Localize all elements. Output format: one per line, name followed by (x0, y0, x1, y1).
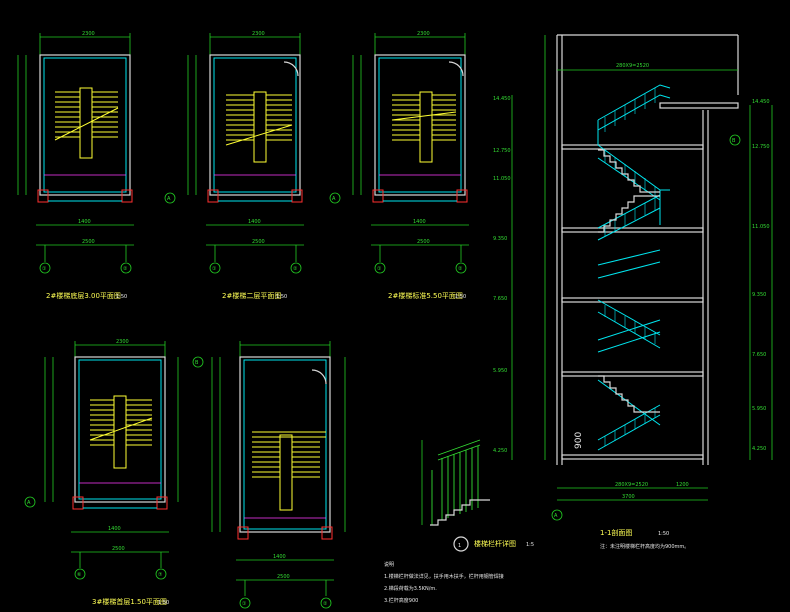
railing-detail: 1 楼梯栏杆详图 1:5 (421, 439, 534, 552)
plan-title: 2#楼梯底层3.00平面图 (46, 291, 121, 300)
axis-left: ① (242, 601, 247, 607)
section-scale: 1:50 (658, 531, 669, 537)
plan-dim-top: 2300 (252, 31, 265, 37)
plan-title: 3#楼梯首层1.50平面图 (92, 597, 167, 606)
section-title: 1-1剖面图 (600, 528, 632, 537)
svg-text:5.950: 5.950 (752, 406, 766, 412)
axis-bottom: A (167, 196, 171, 202)
svg-text:5.950: 5.950 (493, 368, 507, 374)
svg-text:7.650: 7.650 (752, 352, 766, 358)
notes-heading: 说明 (384, 561, 394, 568)
svg-text:9.350: 9.350 (752, 292, 766, 298)
svg-text:9.350: 9.350 (493, 236, 507, 242)
axis-right: ⑦ (158, 572, 163, 578)
stair-plan-2: 2300 A 2500 1400 (164, 31, 304, 300)
notes-line-1: 1.楼梯栏杆做法详见，扶手用木扶手，栏杆用钢管焊接 (384, 573, 504, 580)
svg-text:12.750: 12.750 (752, 144, 770, 150)
plan-dim-bottom: 2500 (252, 239, 265, 245)
notes-block: 说明 1.楼梯栏杆做法详见，扶手用木扶手，栏杆用钢管焊接 2.梯段荷载为3.5K… (384, 561, 504, 604)
axis-right: ② (293, 266, 298, 272)
section-flight-bottom: 280X9=2520 (615, 482, 648, 488)
stair-plan-5: B 2500 1400 ① ② (192, 341, 346, 609)
svg-text:14.450: 14.450 (493, 96, 511, 102)
plan-title: 2#楼梯标准5.50平面图 (388, 291, 463, 300)
plan-dim-top: 2300 (82, 31, 95, 37)
axis-left: ⑥ (77, 572, 82, 578)
svg-text:14.450: 14.450 (752, 99, 770, 105)
axis-left: ① (42, 266, 47, 272)
axis-right: ② (123, 266, 128, 272)
svg-text:11.050: 11.050 (493, 176, 511, 182)
stair-plan-1: 2300 2500 1400 ① ② (17, 31, 134, 300)
detail-scale: 1:5 (526, 542, 534, 548)
plan-dim-bottom: 2500 (417, 239, 430, 245)
plan-dim-bottom: 2500 (82, 239, 95, 245)
svg-text:4.250: 4.250 (752, 446, 766, 452)
rail-height: 900 (574, 432, 584, 449)
section-flight-top: 280X9=2520 (616, 63, 649, 69)
axis-left: ① (377, 266, 382, 272)
svg-text:11.050: 11.050 (752, 224, 770, 230)
plan-dim-flight: 1400 (273, 554, 286, 560)
stair-section: 280X9=2520 280X9=2520 3700 1200 900 B A … (493, 34, 773, 550)
axis-left: ① (212, 266, 217, 272)
plan-dim-top: 2300 (417, 31, 430, 37)
axis-bottom: A (332, 196, 336, 202)
plan-scale: 1:50 (276, 294, 287, 300)
elevations-right: 14.450 12.750 11.050 9.350 7.650 5.950 4… (752, 99, 770, 452)
axis-b: B (732, 138, 736, 144)
section-landing: 1200 (676, 482, 689, 488)
plan-dim-flight: 1400 (108, 526, 121, 532)
axis-right: ② (458, 266, 463, 272)
plan-dim-flight: 1400 (413, 219, 426, 225)
stair-plan-4: 2300 A 2500 1400 (24, 339, 179, 606)
plan-scale: 1:50 (455, 294, 466, 300)
svg-text:12.750: 12.750 (493, 148, 511, 154)
plan-dim-flight: 1400 (78, 219, 91, 225)
axis-top: B (195, 360, 199, 366)
notes-line-2: 2.梯段荷载为3.5KN/m. (384, 585, 437, 592)
detail-title: 楼梯栏杆详图 (474, 539, 516, 548)
axis-bottom: A (27, 500, 31, 506)
notes-line-3: 3.栏杆高度900 (384, 597, 418, 604)
section-note: 注：未注明楼梯栏杆高度均为900mm。 (600, 543, 689, 550)
stair-plan-3: 2300 A 2500 1400 (329, 31, 469, 300)
plan-dim-top: 2300 (116, 339, 129, 345)
plan-scale: 1:50 (158, 600, 169, 606)
axis-a: A (554, 513, 558, 519)
svg-text:4.250: 4.250 (493, 448, 507, 454)
section-width: 3700 (622, 494, 635, 500)
plan-dim-flight: 1400 (248, 219, 261, 225)
axis-right: ② (323, 601, 328, 607)
detail-circle: 1 (458, 543, 461, 549)
plan-scale: 1:50 (116, 294, 127, 300)
plan-dim-bottom: 2500 (277, 574, 290, 580)
svg-text:7.650: 7.650 (493, 296, 507, 302)
plan-title: 2#楼梯二层平面图 (222, 291, 281, 300)
elevations-left: 14.450 12.750 11.050 9.350 7.650 5.950 4… (493, 96, 511, 454)
plan-dim-bottom: 2500 (112, 546, 125, 552)
